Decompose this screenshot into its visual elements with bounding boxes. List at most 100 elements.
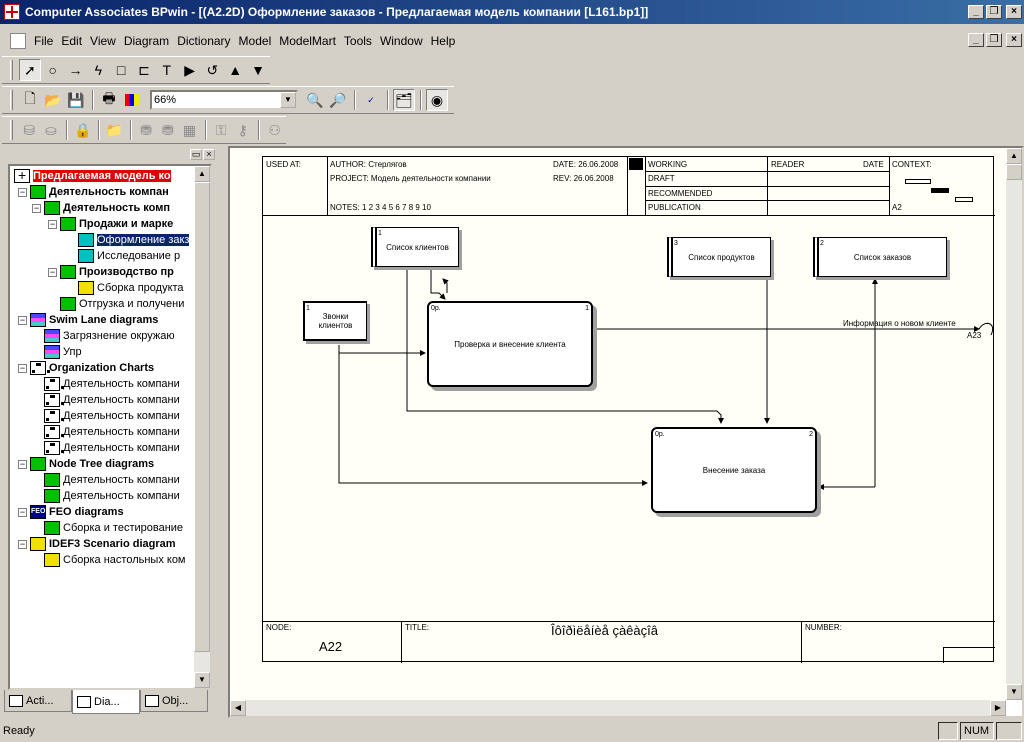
- model-tree[interactable]: Предлагаемая модель ко−Деятельность комп…: [8, 164, 212, 690]
- tree-item[interactable]: Деятельность компани: [44, 440, 180, 456]
- tree-scroll-thumb[interactable]: [194, 182, 210, 652]
- tree-item[interactable]: Деятельность компани: [44, 424, 180, 440]
- security-icon[interactable]: ⚿: [215, 121, 227, 138]
- tree-collapse-toggle[interactable]: −: [48, 267, 57, 277]
- menu-view[interactable]: View: [90, 34, 116, 48]
- tab-diagrams[interactable]: Dia...: [72, 690, 140, 714]
- clients-list-datastore[interactable]: 1 Список клиентов: [371, 227, 459, 267]
- tree-item[interactable]: Производство пр: [60, 264, 174, 280]
- client-calls-external[interactable]: 1 Звонки клиентов: [303, 301, 367, 341]
- tree-collapse-toggle[interactable]: −: [18, 459, 27, 469]
- tree-item[interactable]: Упр: [44, 344, 82, 360]
- new-client-info-arrow-label[interactable]: Информация о новом клиенте: [843, 319, 956, 328]
- menu-tools[interactable]: Tools: [343, 34, 372, 48]
- arrow-tool-icon[interactable]: →: [68, 62, 83, 78]
- menu-dictionary[interactable]: Dictionary: [177, 34, 231, 48]
- tree-item[interactable]: Загрязнение окружаю: [44, 328, 175, 344]
- go-to-parent-icon[interactable]: ▲: [228, 62, 243, 78]
- modelmart-icon[interactable]: ◉: [426, 89, 448, 111]
- save-icon[interactable]: 💾: [67, 91, 85, 108]
- products-list-datastore[interactable]: 3 Список продуктов: [667, 237, 771, 277]
- tab-activities[interactable]: Acti...: [4, 690, 72, 712]
- key-icon[interactable]: ⚷: [237, 121, 249, 138]
- text-tool-icon[interactable]: T: [162, 62, 172, 78]
- tree-collapse-toggle[interactable]: −: [48, 219, 57, 229]
- process-enter-order[interactable]: 0р. 2 Внесение заказа: [651, 427, 817, 513]
- tree-item[interactable]: Исследование р: [78, 248, 180, 264]
- connect-icon[interactable]: ⛁: [23, 121, 36, 138]
- tree-item[interactable]: Оформление закз: [78, 232, 190, 248]
- tree-scrollbar[interactable]: ▲ ▼: [194, 166, 210, 688]
- menu-modelmart[interactable]: ModelMart: [279, 34, 336, 48]
- oval-tool-icon[interactable]: ○: [48, 62, 57, 78]
- zoom-in-icon[interactable]: 🔍: [306, 91, 324, 108]
- pointer-tool-icon[interactable]: ➚: [18, 59, 41, 81]
- toolbar-grip[interactable]: [10, 60, 13, 80]
- canvas-horizontal-scrollbar[interactable]: ◀ ▶: [230, 700, 1006, 716]
- toolbar-grip[interactable]: [10, 90, 13, 110]
- explorer-close-button[interactable]: ×: [203, 149, 215, 160]
- go-to-sibling-icon[interactable]: ▼: [251, 62, 265, 78]
- menu-file[interactable]: File: [34, 34, 54, 48]
- tree-item[interactable]: Node Tree diagrams: [30, 456, 154, 472]
- tree-collapse-toggle[interactable]: −: [32, 203, 41, 213]
- menu-edit[interactable]: Edit: [61, 34, 83, 48]
- tree-item[interactable]: Сборка и тестирование: [44, 520, 183, 536]
- zoom-select[interactable]: 66% ▼: [150, 90, 298, 110]
- tab-objects[interactable]: Obj...: [140, 690, 208, 712]
- merge-icon[interactable]: ⛃: [161, 121, 174, 138]
- tree-item[interactable]: Отгрузка и получени: [60, 296, 184, 312]
- tree-item[interactable]: Деятельность компани: [44, 408, 180, 424]
- color-icon[interactable]: [121, 89, 143, 111]
- lock-icon[interactable]: 🔒: [73, 121, 92, 138]
- maximize-button[interactable]: ❐: [986, 5, 1002, 19]
- tree-item[interactable]: Предлагаемая модель ко: [14, 167, 171, 184]
- tree-item[interactable]: Сборка продукта: [78, 280, 184, 296]
- tree-collapse-toggle[interactable]: −: [18, 187, 27, 197]
- disconnect-icon[interactable]: ⛀: [45, 121, 57, 138]
- canvas-vertical-scrollbar[interactable]: ▲ ▼: [1006, 148, 1022, 700]
- tree-collapse-toggle[interactable]: −: [18, 539, 27, 549]
- tree-item[interactable]: Деятельность компани: [44, 472, 180, 488]
- spell-check-icon[interactable]: ✓: [367, 94, 375, 105]
- squiggle-tool-icon[interactable]: ϟ: [94, 62, 103, 78]
- menu-window[interactable]: Window: [379, 34, 423, 48]
- scroll-right-icon[interactable]: ▶: [990, 700, 1006, 716]
- scroll-up-icon[interactable]: ▲: [1006, 148, 1022, 164]
- scroll-left-icon[interactable]: ◀: [230, 700, 246, 716]
- box-tool-icon[interactable]: □: [116, 62, 126, 78]
- close-button[interactable]: ×: [1006, 5, 1022, 19]
- scroll-up-icon[interactable]: ▲: [194, 166, 210, 182]
- print-icon[interactable]: 🖶: [102, 90, 116, 106]
- process-check-client[interactable]: 0р. 1 Проверка и внесение клиента: [427, 301, 593, 387]
- scroll-down-icon[interactable]: ▼: [194, 672, 210, 688]
- undo-icon[interactable]: ↺: [206, 61, 219, 78]
- tree-item[interactable]: IDEF3 Scenario diagram: [30, 536, 176, 552]
- menu-model[interactable]: Model: [238, 34, 272, 48]
- model-explorer-icon[interactable]: 🗂: [393, 89, 415, 111]
- tree-collapse-toggle[interactable]: −: [18, 507, 27, 517]
- canvas-vscroll-thumb[interactable]: [1006, 164, 1022, 180]
- data-store-tool-icon[interactable]: ⊏: [138, 61, 150, 78]
- tree-item[interactable]: Деятельность компани: [44, 376, 180, 392]
- users-icon[interactable]: ⚇: [268, 121, 281, 138]
- document-icon[interactable]: [10, 33, 26, 49]
- tree-item[interactable]: Деятельность компани: [44, 392, 180, 408]
- menu-diagram[interactable]: Diagram: [123, 34, 170, 48]
- library-icon[interactable]: ▦: [182, 121, 197, 138]
- toolbar-grip[interactable]: [10, 120, 13, 140]
- tree-collapse-toggle[interactable]: −: [18, 363, 27, 373]
- mdi-close-button[interactable]: ×: [1006, 33, 1022, 47]
- tree-collapse-toggle[interactable]: −: [18, 315, 27, 325]
- tree-item[interactable]: Swim Lane diagrams: [30, 312, 158, 328]
- open-mart-icon[interactable]: 📁: [105, 121, 124, 138]
- tree-item[interactable]: Деятельность компани: [44, 488, 180, 504]
- mdi-minimize-button[interactable]: _: [968, 33, 984, 47]
- minimize-button[interactable]: _: [968, 5, 984, 19]
- tree-item[interactable]: Деятельность компан: [30, 184, 169, 200]
- go-to-child-icon[interactable]: ▶: [184, 61, 195, 78]
- save-mart-icon[interactable]: ⛃: [140, 121, 152, 138]
- app-icon[interactable]: [4, 4, 20, 20]
- open-icon[interactable]: 📂: [44, 91, 62, 108]
